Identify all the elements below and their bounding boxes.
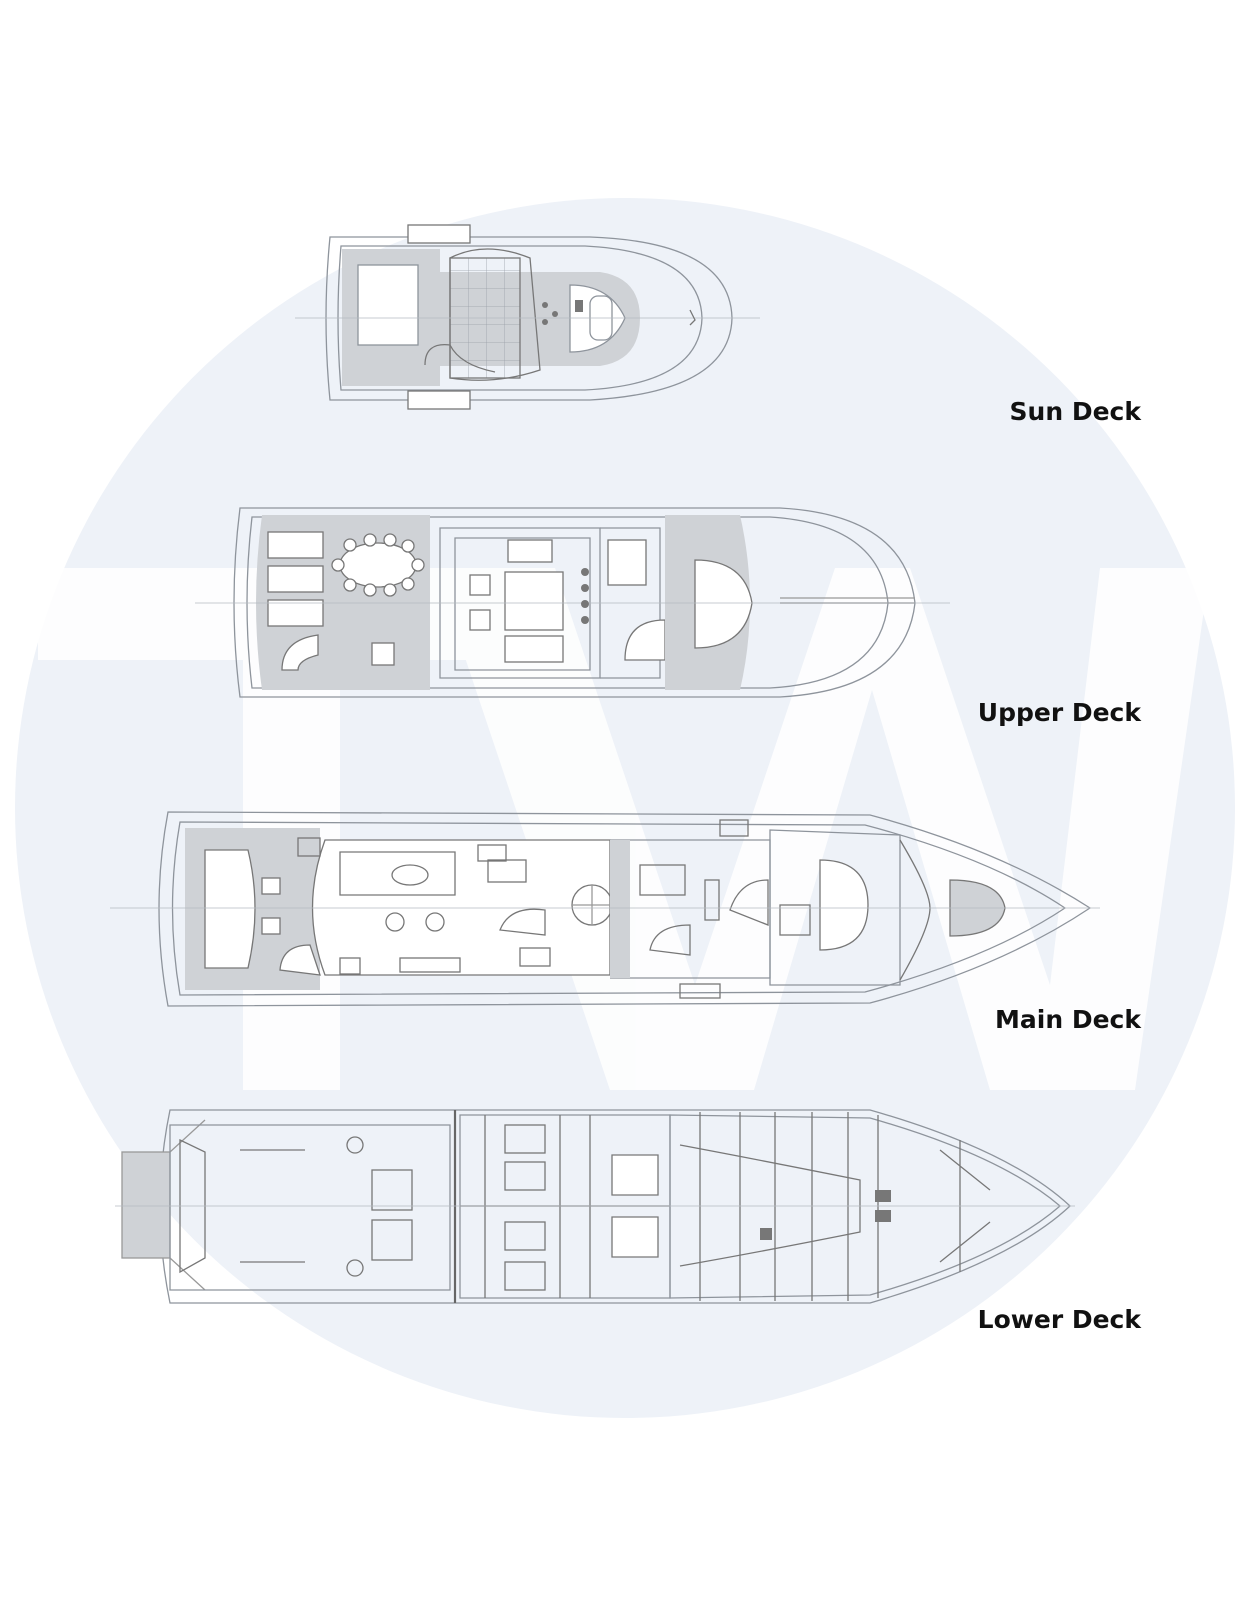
main-deck-saloon [311,839,611,976]
sun-deck-label: Sun Deck [1009,397,1141,426]
upper-deck-hull [233,507,916,698]
upper-deck-stair [624,619,666,661]
sun-deck-hull [325,236,733,401]
main-deck-label: Main Deck [995,1005,1141,1034]
upper-deck-label: Upper Deck [977,698,1141,727]
lower-deck-swim-platform [121,1151,171,1259]
upper-deck-plan [195,507,950,698]
main-deck-hull [158,811,1092,1007]
sun-deck-curved-seating [449,248,541,381]
sun-deck-plan [295,224,760,410]
main-deck-stair [499,908,546,936]
lower-deck-garage [169,1124,451,1291]
sun-deck-spa-box [357,264,419,346]
sun-deck-hull-inner [337,245,703,391]
main-deck-plan [110,811,1100,1007]
upper-deck-saloon-table [504,571,564,631]
lower-deck-label: Lower Deck [977,1305,1141,1334]
upper-deck-spiral-stair [281,634,319,671]
upper-deck-hull-inner [246,516,889,689]
lower-deck-plan [115,1109,1075,1304]
main-deck-hull-inner [171,821,1067,996]
